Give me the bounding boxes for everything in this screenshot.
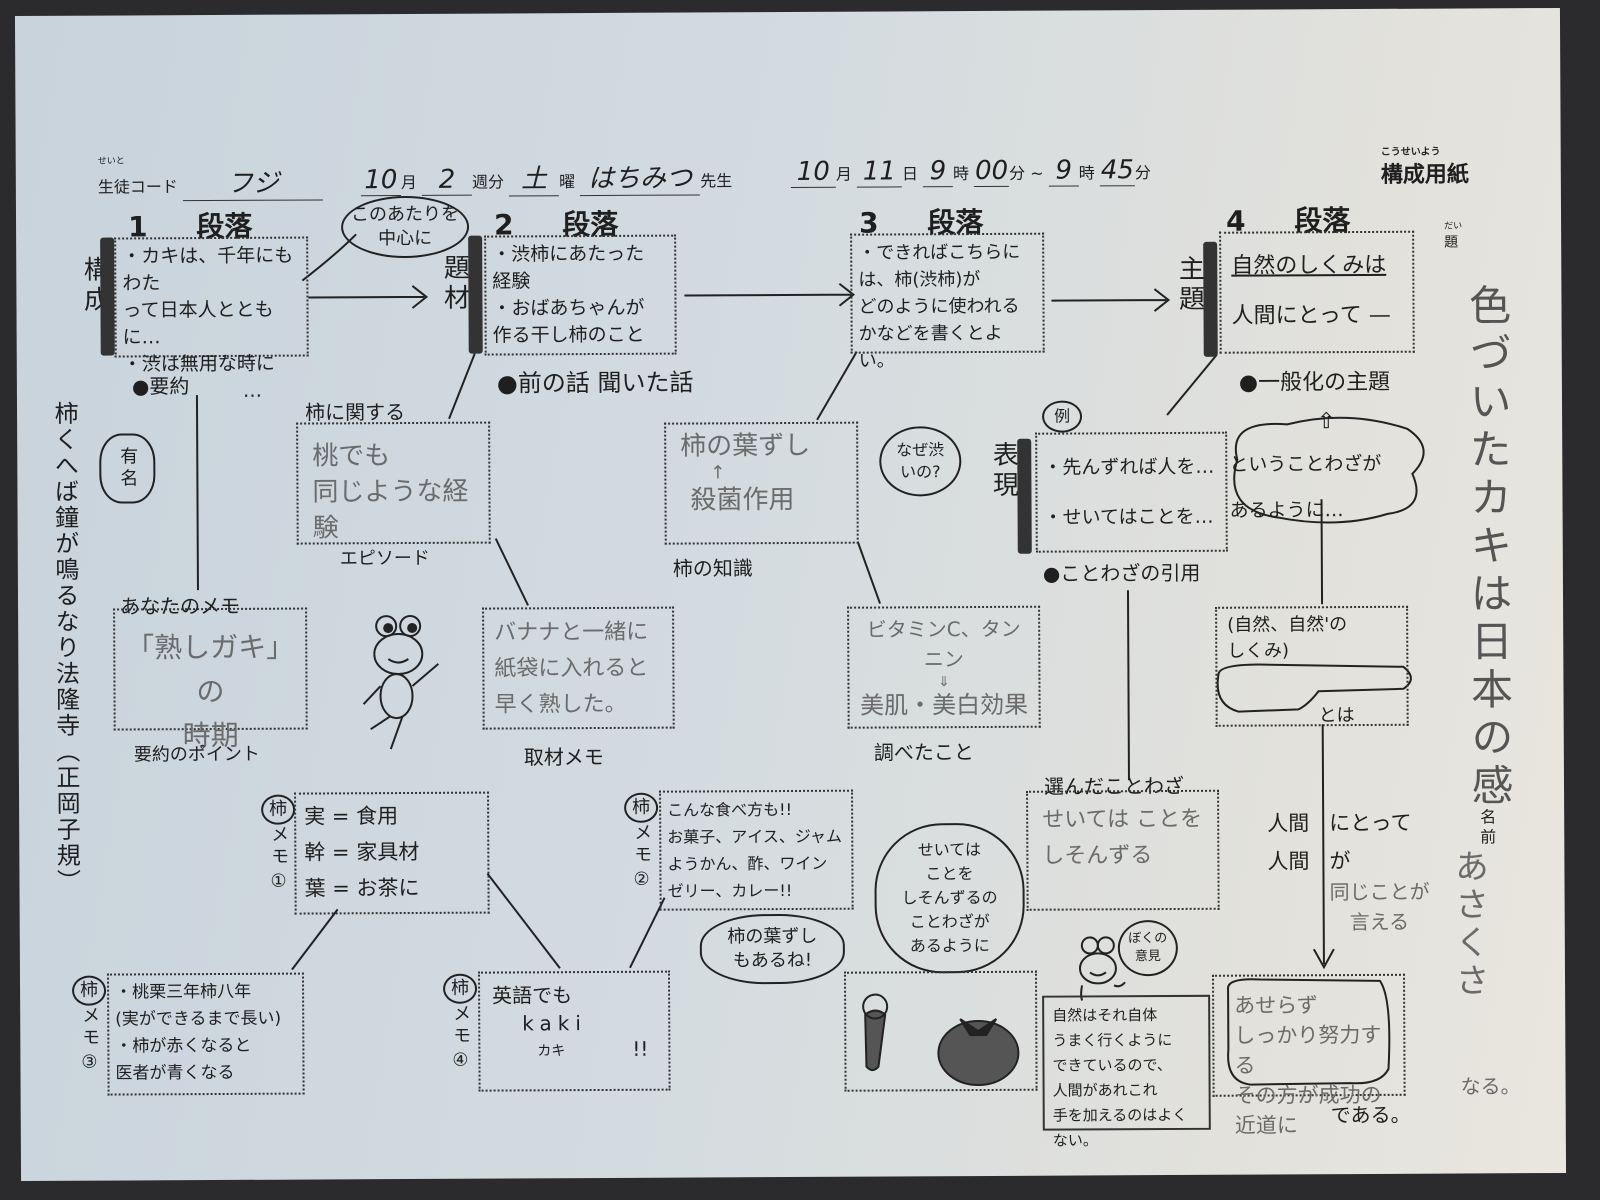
week-value[interactable]: 2 bbox=[421, 164, 473, 196]
caption-general-theme: ●一般化の主題 bbox=[1238, 369, 1391, 396]
speech-bubble-why: なぜ渋いの? bbox=[879, 426, 962, 497]
sheet-title: こうせいよう 構成用紙 bbox=[1380, 147, 1469, 188]
persimmon-illustration-box bbox=[843, 970, 1038, 1092]
memo-3-box[interactable]: ・桃栗三年柿八年(実ができるまで長い)・柿が赤くなると医者が青くなる bbox=[106, 972, 305, 1096]
conclusion-dearu: である。 bbox=[1330, 1102, 1411, 1128]
caption-interview: 取材メモ bbox=[523, 744, 604, 770]
student-code-value[interactable]: フジ bbox=[182, 162, 324, 202]
caption-summary: ●要約 bbox=[131, 374, 190, 399]
date-day[interactable]: 11 bbox=[856, 156, 902, 188]
caption-knowledge: 柿の知識 bbox=[672, 556, 753, 581]
marker-bar bbox=[100, 237, 115, 356]
nature-toha: とは bbox=[1318, 705, 1355, 727]
proverb-cloud-text: ということわざがあるように… bbox=[1229, 452, 1382, 522]
date-month[interactable]: 10 bbox=[790, 156, 836, 188]
connector-lines bbox=[195, 233, 1425, 1087]
day-label: 日 bbox=[901, 164, 918, 184]
student-code-label: 生徒コード bbox=[97, 177, 178, 197]
marker-bar bbox=[1017, 438, 1032, 554]
human-note: 同じことが言える bbox=[1329, 879, 1430, 935]
episode-box[interactable]: 桃でも同じような経験 bbox=[296, 421, 491, 545]
caption-episode: エピソード bbox=[339, 547, 430, 570]
hour-label: 時 bbox=[1078, 163, 1095, 183]
my-memo-box[interactable]: 「熟しガキ」の時期 bbox=[113, 607, 308, 752]
min-label: 分 bbox=[1009, 163, 1026, 183]
memo-1-box[interactable]: 実 = 食用幹 = 家具材葉 = お茶に bbox=[294, 791, 490, 915]
paragraph-3-box[interactable]: ・できればこちらには、柿(渋柿)がどのように使われるかなどを書くとよい。 bbox=[850, 232, 1045, 372]
caption-previous-story: ●前の話 聞いた話 bbox=[496, 368, 694, 398]
frog-small-drawing bbox=[1078, 936, 1126, 1001]
caption-summary-point: 要約のポイント bbox=[133, 743, 260, 766]
date-month-label: 月 bbox=[835, 164, 852, 184]
ruby: せいと bbox=[97, 156, 125, 167]
month-label: 月 bbox=[400, 172, 417, 193]
ruby: こうせいよう bbox=[1380, 146, 1441, 158]
hour-label: 時 bbox=[952, 164, 970, 184]
speech-bubble-sushi: 柿の葉ずしもあるね! bbox=[699, 913, 846, 985]
marker-bar bbox=[1203, 241, 1218, 357]
arrow-2-to-3 bbox=[684, 282, 856, 307]
opinion-box[interactable]: 自然はそれ自体うまく行くようにできているので、人間があれこれ手を加えるのはよくな… bbox=[1042, 994, 1211, 1150]
paragraph-1-box[interactable]: ・カキは、千年にもわたって日本人とともに…・渋は無用な時に… bbox=[114, 236, 309, 402]
haiku-vertical: 柿くへば鐘が鳴るなり法隆寺（正岡子規） bbox=[49, 400, 81, 895]
arrow-3-to-4 bbox=[1051, 288, 1171, 312]
speech-bubble-famous: 有名 bbox=[99, 433, 156, 504]
speech-bubble-proverb: せいてはことをしそんずるのことわざがあるように bbox=[874, 822, 1025, 974]
marker-bar bbox=[468, 235, 483, 354]
weekday-value[interactable]: 土 bbox=[508, 158, 560, 197]
conclusion-box[interactable]: あせらずしっかり努力するその方が成功の近道に bbox=[1211, 973, 1406, 1138]
caption-research: 調べたこと bbox=[873, 740, 974, 765]
nature-box[interactable]: (自然、自然'のしくみ) bbox=[1215, 605, 1409, 727]
speech-bubble-opinion: ぼくの意見 bbox=[1117, 919, 1179, 977]
knowledge-box[interactable]: 柿の葉ずし↑殺菌作用 bbox=[664, 421, 859, 545]
memo-2-box[interactable]: こんな食べ方も!!お菓子、アイス、ジャムようかん、酢、ワインゼリー、カレー!! bbox=[659, 789, 854, 911]
week-label: 週分 bbox=[471, 172, 505, 192]
persimmon-drawings bbox=[862, 993, 1020, 1087]
name-label: 名前 bbox=[1477, 808, 1497, 849]
teacher-label: 先生 bbox=[700, 171, 733, 191]
paragraph-2-box[interactable]: ・渋柿にあたった経験・おばあちゃんが作る干し柿のこと bbox=[484, 234, 677, 356]
arrow-1-to-2 bbox=[308, 285, 429, 309]
tilde: ~ bbox=[1030, 163, 1044, 183]
cloud-shapes bbox=[1216, 416, 1425, 1086]
chosen-proverb-box[interactable]: せいては ことをしそんずる bbox=[1026, 789, 1220, 911]
start-hour[interactable]: 9 bbox=[922, 156, 954, 188]
start-min[interactable]: 00 bbox=[974, 155, 1010, 188]
end-hour[interactable]: 9 bbox=[1048, 155, 1079, 187]
human-rows: 人間 にとって 人間 が bbox=[1267, 810, 1412, 874]
month-value[interactable]: 10 bbox=[360, 165, 401, 197]
author-name: あさくさ bbox=[1448, 848, 1490, 1001]
up-arrow-icon: ⇧ bbox=[1317, 409, 1336, 435]
sheet-title-text: 構成用紙 bbox=[1380, 162, 1469, 188]
expression-box[interactable]: ・先んずれば人を…・せいてはことを… bbox=[1035, 431, 1228, 553]
min-label: 分 bbox=[1134, 163, 1151, 183]
interview-box[interactable]: バナナと一緒に紙袋に入れると早く熟した。 bbox=[482, 606, 675, 730]
essay-title: 色づいたカキは日本の感 bbox=[1462, 283, 1515, 812]
teacher-value[interactable]: はちみつ bbox=[580, 157, 701, 197]
end-min[interactable]: 45 bbox=[1099, 155, 1135, 187]
weekday-label: 曜 bbox=[559, 172, 576, 192]
caption-proverb-quote: ●ことわざの引用 bbox=[1042, 560, 1201, 586]
speech-bubble-center: このあたりを中心に bbox=[340, 195, 470, 259]
example-badge: 例 bbox=[1041, 400, 1083, 433]
frog-drawing bbox=[362, 614, 440, 750]
title-label: だい題 bbox=[1444, 221, 1463, 251]
conclusion-end: なる。 bbox=[1460, 1074, 1521, 1099]
student-code-field: せいと 生徒コード フジ bbox=[97, 156, 324, 202]
paragraph-4-box[interactable]: 自然のしくみは人間にとって — bbox=[1219, 230, 1415, 354]
research-box[interactable]: ビタミンC、タンニン⇓美肌・美白効果 bbox=[847, 605, 1041, 729]
